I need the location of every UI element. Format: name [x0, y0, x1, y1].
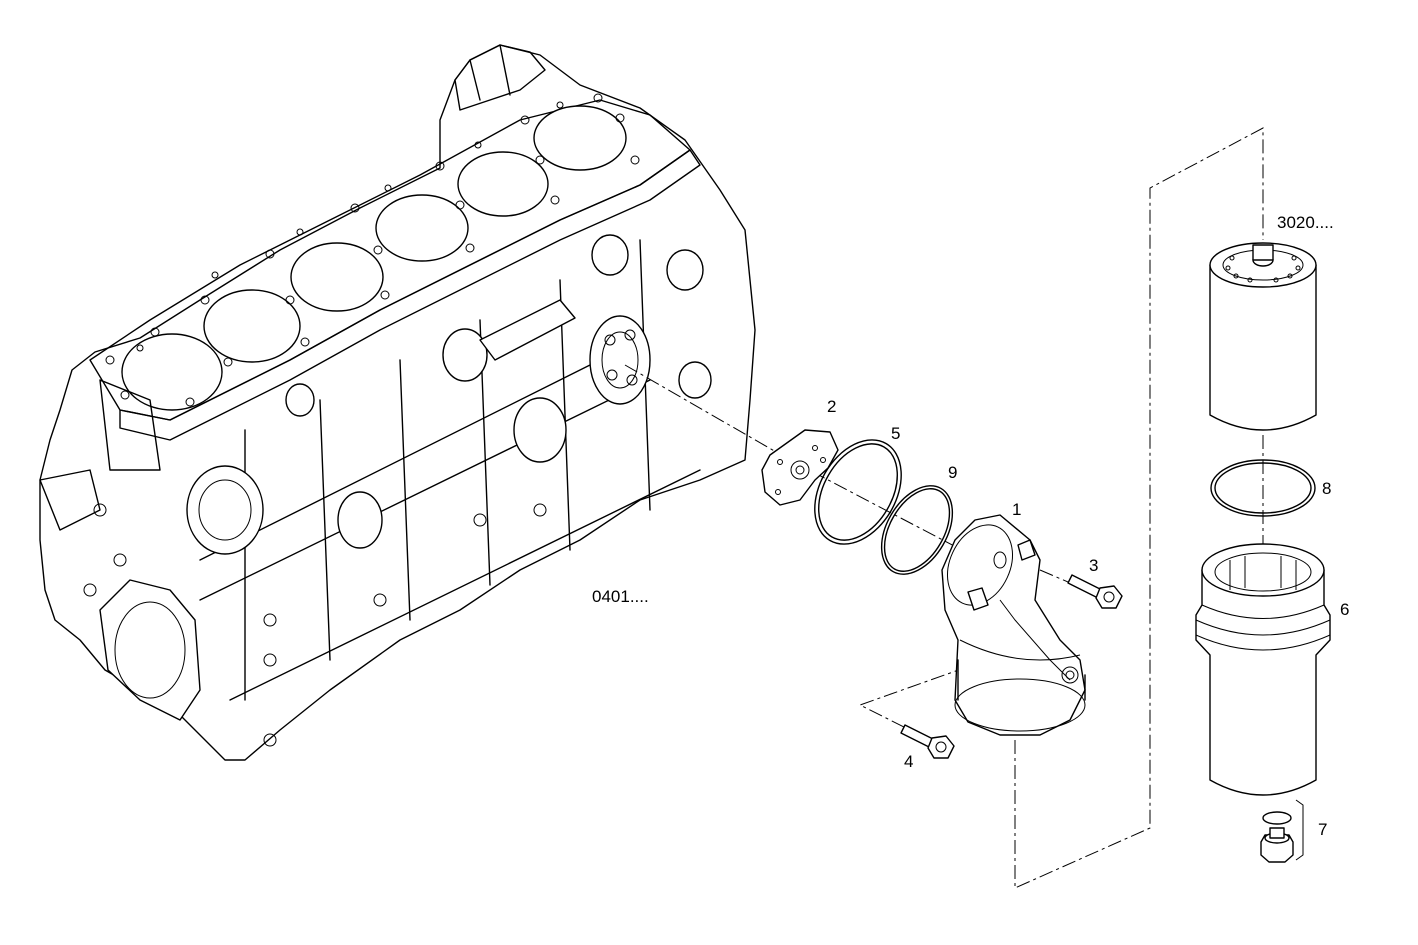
callout-labels: 0401.... 3020.... 1 2 3 4 5 6 7 8 9 — [592, 213, 1349, 839]
label-part-5: 5 — [891, 424, 900, 443]
label-part-4: 4 — [904, 752, 913, 771]
label-part-1: 1 — [1012, 500, 1021, 519]
bolt-3 — [1067, 574, 1123, 609]
filter-housing — [941, 514, 1086, 736]
label-part-7: 7 — [1318, 820, 1327, 839]
filter-o-ring — [1210, 459, 1316, 517]
label-part-9: 9 — [948, 463, 957, 482]
gasket-plate — [761, 429, 839, 506]
label-part-8: 8 — [1322, 479, 1331, 498]
drain-plug — [1260, 799, 1304, 863]
o-ring-small — [880, 485, 954, 575]
label-part-6: 6 — [1340, 600, 1349, 619]
label-filter-cartridge: 3020.... — [1277, 213, 1334, 232]
label-engine-block: 0401.... — [592, 587, 649, 606]
engine-block — [39, 44, 756, 761]
filter-cartridge — [1209, 242, 1317, 431]
o-ring-large — [814, 439, 902, 545]
label-part-2: 2 — [827, 397, 836, 416]
label-part-3: 3 — [1089, 556, 1098, 575]
filter-bowl — [1195, 543, 1331, 796]
bolt-4 — [900, 724, 955, 759]
